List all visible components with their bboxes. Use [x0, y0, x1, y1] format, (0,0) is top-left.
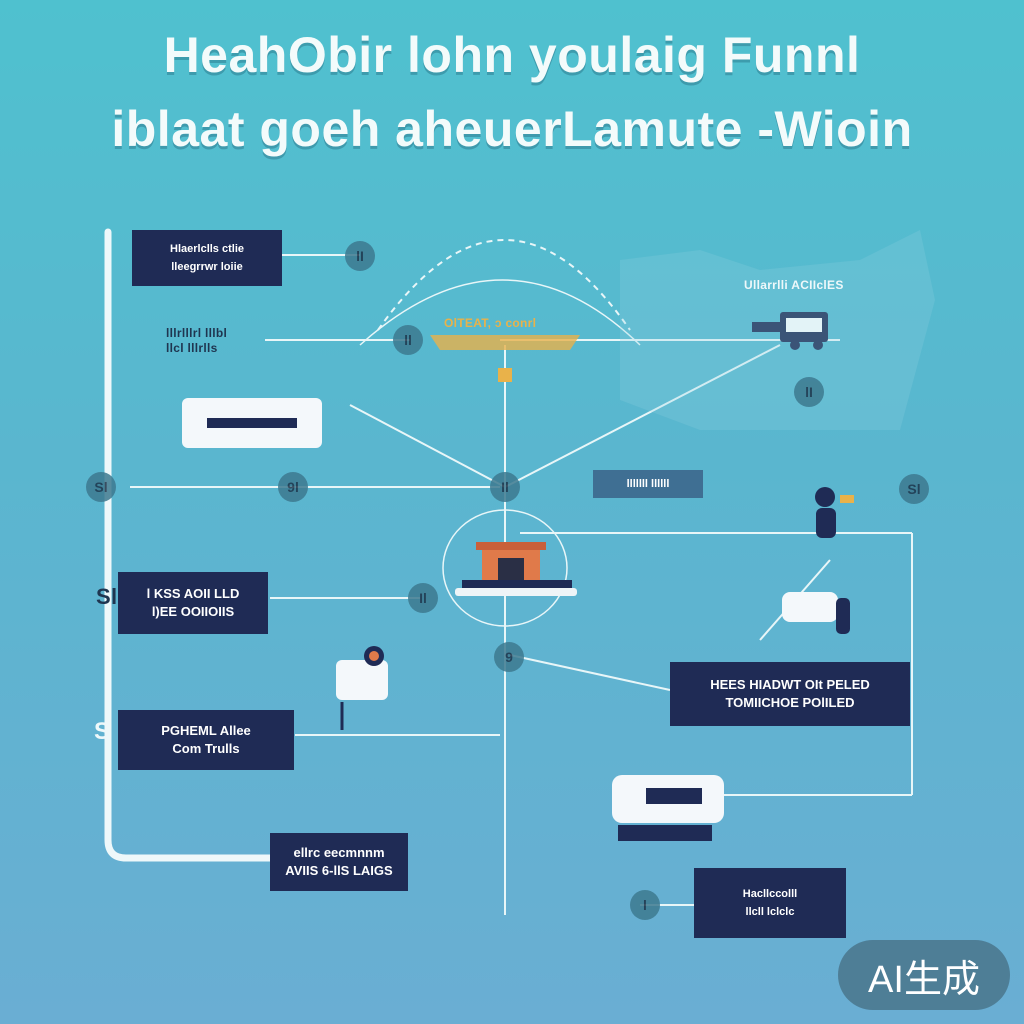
node: ll: [393, 325, 423, 355]
side-number-2: S: [94, 718, 111, 745]
node: Sl: [899, 474, 929, 504]
diagonal-connector: [504, 344, 781, 488]
node: Sl: [86, 472, 116, 502]
node: 9l: [278, 472, 308, 502]
node: Il: [490, 472, 520, 502]
node: lI: [345, 241, 375, 271]
person-icon: [782, 592, 850, 634]
map-shape: [620, 230, 935, 430]
house-icon: [455, 542, 577, 596]
label-panel-top-left: Hlaerlclls ctlie lleegrrwr loiie: [132, 230, 282, 286]
label-panel-left-2: PGHEML Allee Com Trulls: [118, 710, 294, 770]
card-bar: [207, 418, 297, 428]
label-panel-left-1: l KSS AOII LLD l)EE OOIIOIIS: [118, 572, 268, 634]
title-line-2: iblaat goeh aheuerLamute -Wioin: [111, 101, 913, 157]
lamp-icon: [430, 335, 580, 350]
label-panel-right: HEES HIADWT OIt PELED TOMIICHOE POlILED: [670, 662, 910, 726]
diagonal-connector: [349, 404, 506, 488]
node: l: [630, 890, 660, 920]
node: Il: [408, 583, 438, 613]
side-number-1: Sl: [96, 584, 118, 609]
house-circle: [442, 509, 568, 627]
label-top-right: Ullarrlli ACIIclES: [744, 278, 844, 292]
lamp-base-icon: [498, 368, 512, 382]
title-line-1: HeahObir lohn youlaig Funnl: [163, 27, 861, 83]
label-panel-bottom-left: ellrc eecmnnm AVIIS 6-llS LAIGS: [270, 833, 408, 891]
label-panel-right-mid: lllllll llllll: [593, 470, 703, 498]
printer-icon: [612, 775, 724, 841]
machine-icon: [336, 646, 388, 730]
label-panel-bottom-right: Hacllccolll llcll lclclc: [694, 868, 846, 938]
dome-arc: [359, 279, 641, 346]
ai-generated-badge: AI生成: [838, 940, 1010, 1010]
person-icon: [815, 487, 854, 538]
node: 9: [494, 642, 524, 672]
label-chip-mid-left: lllrlllrl lllbl llcl lllrlls: [166, 326, 228, 355]
node: lI: [794, 377, 824, 407]
dome-arc: [377, 239, 631, 331]
label-center: OlTEAT, ɔ conrl: [444, 316, 537, 330]
light-card-left: [182, 398, 322, 448]
diagonal-connector: [509, 654, 671, 691]
left-bracket: [104, 228, 296, 862]
truck-icon: [752, 312, 828, 350]
